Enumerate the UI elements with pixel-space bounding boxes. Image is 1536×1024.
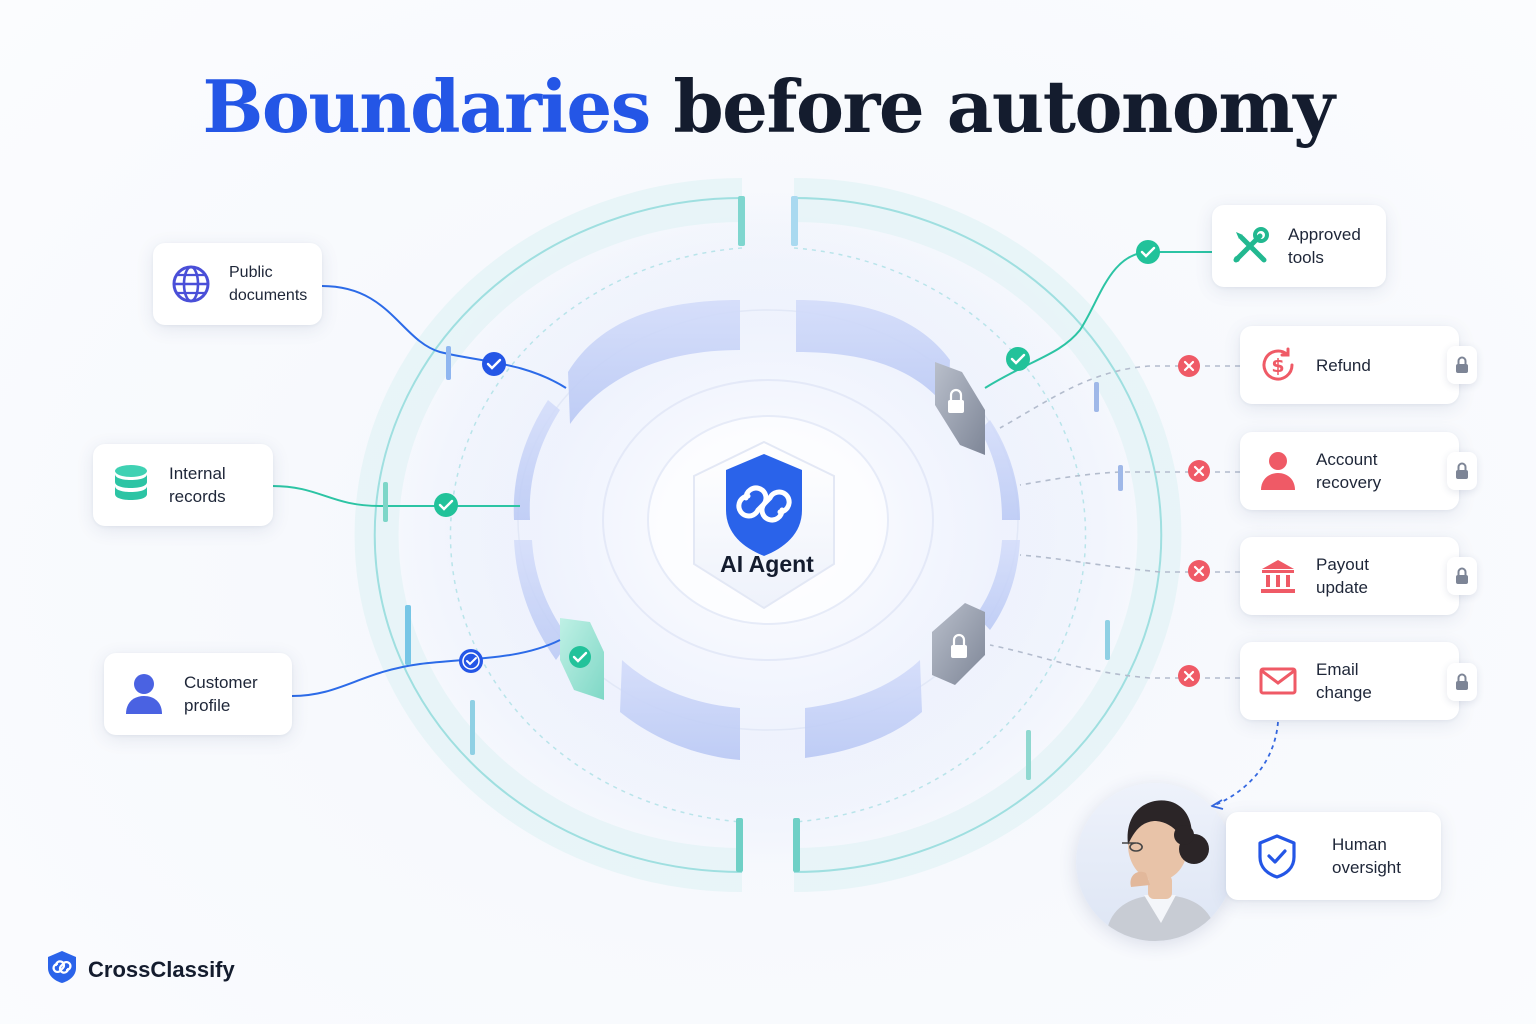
dollar-refund-icon: $ — [1258, 345, 1298, 385]
envelope-icon — [1258, 661, 1298, 701]
check-badge-approved-tools-outer — [1136, 240, 1160, 264]
card-public-documents[interactable]: Public documents — [153, 243, 322, 325]
card-refund[interactable]: $ Refund — [1240, 326, 1459, 404]
deny-badge-email-change — [1178, 665, 1200, 687]
blocked-connectors — [989, 365, 1279, 810]
ai-agent-hub[interactable] — [684, 436, 844, 614]
inner-boundary-wall — [513, 300, 1020, 760]
brand-logo[interactable]: CrossClassify — [46, 950, 235, 989]
card-internal-records[interactable]: Internal records — [93, 444, 273, 526]
person-icon — [1258, 450, 1298, 492]
card-human-oversight[interactable]: Human oversight — [1226, 812, 1441, 900]
card-label: Refund — [1316, 355, 1371, 375]
lock-icon — [1447, 557, 1477, 595]
deny-badge-payout-update — [1188, 560, 1210, 582]
card-label: Payout update — [1316, 555, 1369, 597]
card-label: Account recovery — [1316, 450, 1382, 492]
card-email-change[interactable]: Email change — [1240, 642, 1459, 720]
card-customer-profile[interactable]: Customer profile — [104, 653, 292, 735]
card-label: Public documents — [229, 264, 308, 304]
card-label: Internal records — [169, 464, 226, 506]
deny-badge-account-recovery — [1188, 460, 1210, 482]
card-label: Customer profile — [184, 673, 258, 715]
inner-ring — [602, 379, 934, 661]
check-badge-public-documents — [482, 352, 506, 376]
wrench-screwdriver-icon — [1230, 226, 1270, 266]
title-accent: Boundaries — [202, 64, 652, 149]
agent-shield-icon — [726, 454, 802, 556]
lock-gate-bottom-right — [932, 603, 985, 685]
card-payout-update[interactable]: Payout update — [1240, 537, 1459, 615]
lock-icon — [1447, 452, 1477, 490]
allow-gate-bottom-left — [560, 618, 604, 700]
shield-check-icon — [1256, 833, 1298, 879]
brand-name: CrossClassify — [88, 956, 235, 982]
title-rest: before autonomy — [673, 64, 1335, 149]
check-badge-approved-tools-inner — [1006, 347, 1030, 371]
page-title: Boundaries before autonomy — [0, 62, 1536, 152]
check-badge-customer-profile — [459, 649, 483, 673]
bank-icon — [1258, 556, 1298, 596]
deny-badge-refund — [1178, 355, 1200, 377]
allowed-connectors — [271, 251, 1212, 697]
outer-boundary-ring — [354, 178, 1182, 892]
human-avatar — [1076, 783, 1234, 941]
lock-icon — [1447, 346, 1477, 384]
card-account-recovery[interactable]: Account recovery — [1240, 432, 1459, 510]
card-label: Approved tools — [1288, 225, 1361, 267]
database-icon — [113, 464, 149, 506]
lock-icon — [1447, 663, 1477, 701]
ai-agent-label: AI Agent — [720, 551, 814, 577]
check-badge-internal-records — [434, 493, 458, 517]
lock-gate-top-right — [935, 362, 985, 455]
svg-text:$: $ — [1271, 355, 1284, 377]
card-label: Human oversight — [1332, 835, 1401, 877]
person-icon — [124, 672, 164, 716]
globe-icon — [171, 264, 211, 304]
crossclassify-logo-icon — [46, 950, 78, 989]
card-approved-tools[interactable]: Approved tools — [1212, 205, 1386, 287]
card-label: Email change — [1316, 660, 1372, 702]
